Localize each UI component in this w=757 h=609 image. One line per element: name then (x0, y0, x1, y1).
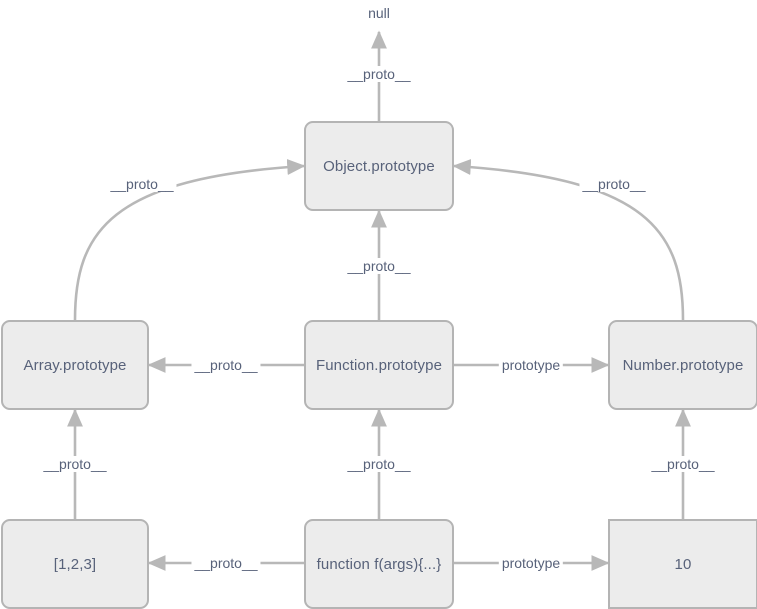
node-array-prototype[interactable]: Array.prototype (1, 320, 149, 410)
node-function-prototype[interactable]: Function.prototype (304, 320, 454, 410)
node-label: Function.prototype (315, 356, 443, 374)
node-function-literal[interactable]: function f(args){...} (304, 519, 454, 609)
edge-label-function-literal-to-array-literal: __proto__ (191, 555, 261, 571)
null-terminal-label: null (368, 5, 390, 21)
edge-label-function-proto-to-array: __proto__ (191, 357, 261, 373)
node-label: 10 (674, 555, 692, 573)
node-number-literal[interactable]: 10 (608, 519, 757, 609)
edge-label-function-proto-to-object: __proto__ (344, 258, 414, 274)
node-label: Object.prototype (323, 157, 435, 175)
edge-number-proto-to-object (452, 159, 685, 321)
edge-label-number-literal-to-number-proto: __proto__ (648, 456, 718, 472)
edge-label-object-to-null: __proto__ (344, 66, 414, 82)
edge-label-function-literal-to-number-literal: prototype (498, 555, 564, 571)
node-number-prototype[interactable]: Number.prototype (608, 320, 757, 410)
node-object-prototype[interactable]: Object.prototype (304, 121, 454, 211)
edge-label-function-proto-to-number: prototype (498, 357, 564, 373)
edge-label-number-proto-to-object: __proto__ (579, 176, 649, 192)
node-label: Array.prototype (23, 356, 127, 374)
node-array-literal[interactable]: [1,2,3] (1, 519, 149, 609)
edge-array-proto-to-object (73, 159, 306, 321)
node-label: function f(args){...} (316, 555, 442, 573)
edge-label-array-proto-to-object: __proto__ (107, 176, 177, 192)
node-label: Number.prototype (622, 356, 744, 374)
edge-label-function-literal-to-function-proto: __proto__ (344, 456, 414, 472)
node-label: [1,2,3] (53, 555, 97, 573)
edge-label-array-literal-to-array-proto: __proto__ (40, 456, 110, 472)
